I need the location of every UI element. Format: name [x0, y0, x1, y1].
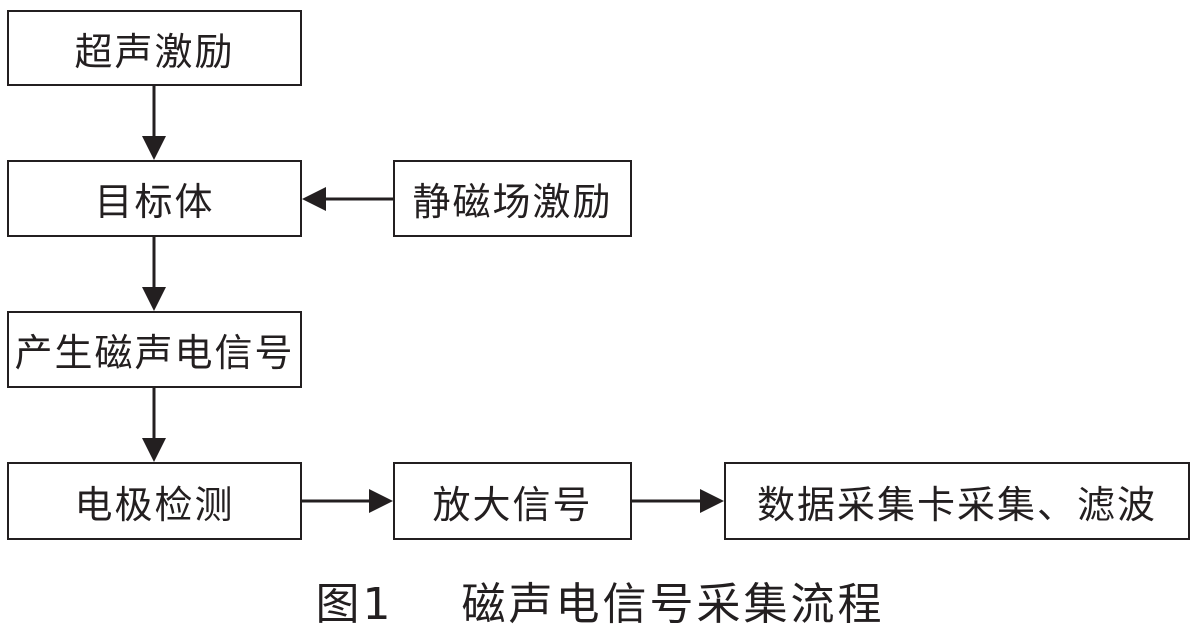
node-target-body: 目标体	[7, 160, 302, 237]
node-amplify-signal: 放大信号	[393, 462, 632, 540]
figure-number: 图1	[315, 579, 394, 630]
node-electrode-detection: 电极检测	[7, 462, 302, 540]
node-label: 放大信号	[432, 482, 593, 527]
arrowhead-down-icon	[142, 438, 166, 462]
arrowhead-down-icon	[142, 287, 166, 311]
figure-caption: 图1 磁声电信号采集流程	[0, 568, 1200, 632]
arrowhead-right-icon	[700, 489, 724, 513]
node-label: 目标体	[94, 180, 215, 224]
node-generate-signal: 产生磁声电信号	[7, 311, 302, 388]
node-label: 超声激励	[74, 29, 235, 74]
node-label: 静磁场激励	[412, 180, 613, 224]
arrowhead-down-icon	[142, 136, 166, 160]
arrowhead-left-icon	[302, 187, 326, 211]
node-label: 电极检测	[74, 482, 235, 527]
node-ultrasound-excitation: 超声激励	[7, 10, 302, 86]
node-static-field-excitation: 静磁场激励	[393, 160, 632, 237]
figure-title: 磁声电信号采集流程	[461, 579, 885, 630]
node-label: 产生磁声电信号	[14, 331, 295, 375]
arrowhead-right-icon	[369, 489, 393, 513]
caption-spacer	[394, 579, 462, 630]
node-label: 数据采集卡采集、滤波	[756, 482, 1157, 527]
node-daq-filter: 数据采集卡采集、滤波	[724, 462, 1190, 540]
